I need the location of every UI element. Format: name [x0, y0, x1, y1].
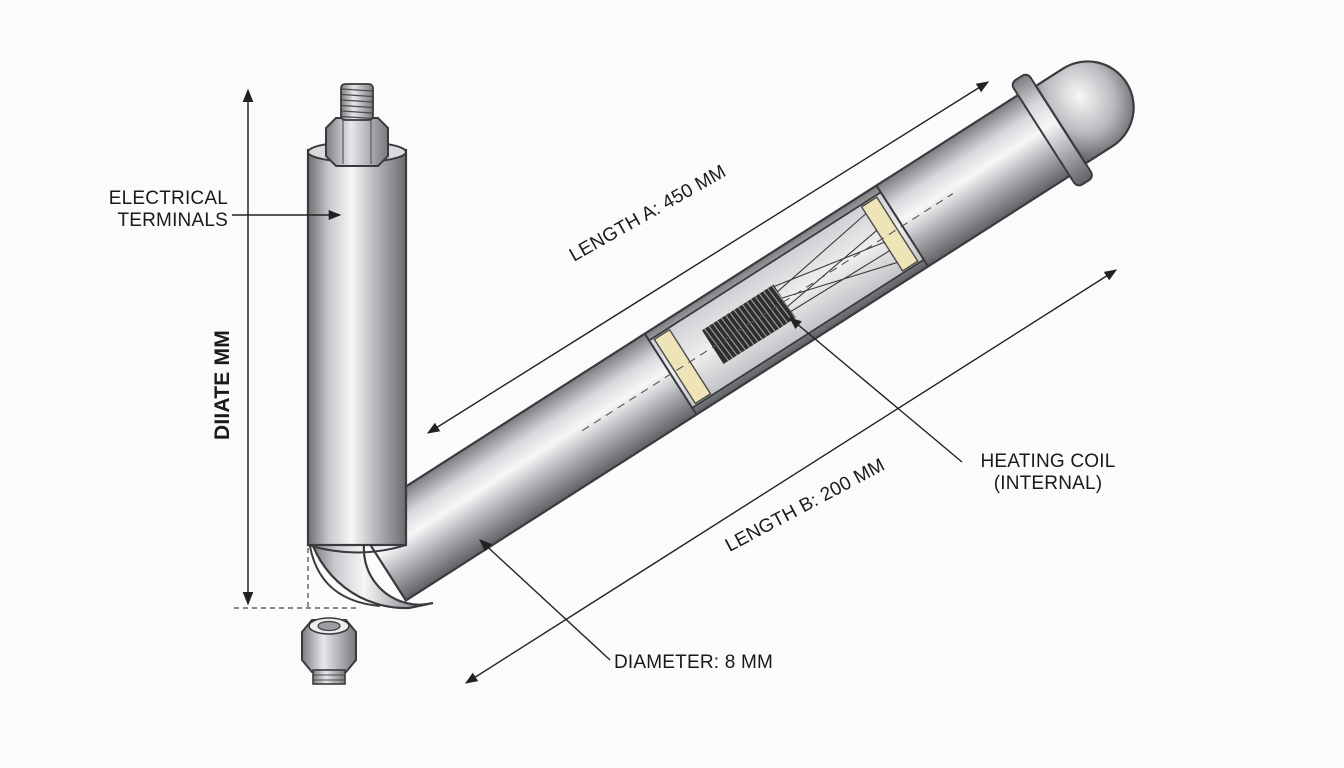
hex-nut-icon	[325, 117, 389, 167]
heating-coil-label: HEATING COIL (INTERNAL)	[968, 451, 1128, 495]
electrical-terminals-line-2: TERMINALS	[117, 210, 228, 231]
coil-leader-line	[789, 317, 963, 463]
electrical-terminals-line-1: ELECTRICAL	[108, 188, 228, 209]
threaded-stud-icon	[340, 83, 374, 121]
end-cap	[1034, 60, 1135, 165]
electrical-terminals-label: ELECTRICAL TERMINALS	[92, 188, 228, 232]
diameter-leader-line	[479, 539, 611, 661]
filament-wires	[774, 213, 898, 312]
bottom-fitting-icon	[301, 617, 357, 685]
diameter-label: DIAMETER: 8 MM	[614, 652, 774, 673]
length-b-dimension-line	[464, 269, 1118, 684]
heating-coil-line-2: (INTERNAL)	[993, 473, 1103, 494]
vertical-tube	[306, 141, 408, 554]
heating-coil-line-1: HEATING COIL	[980, 451, 1116, 472]
diagonal-tube	[352, 60, 1135, 602]
vertical-dimension-label: DIIATE MM	[211, 330, 234, 440]
